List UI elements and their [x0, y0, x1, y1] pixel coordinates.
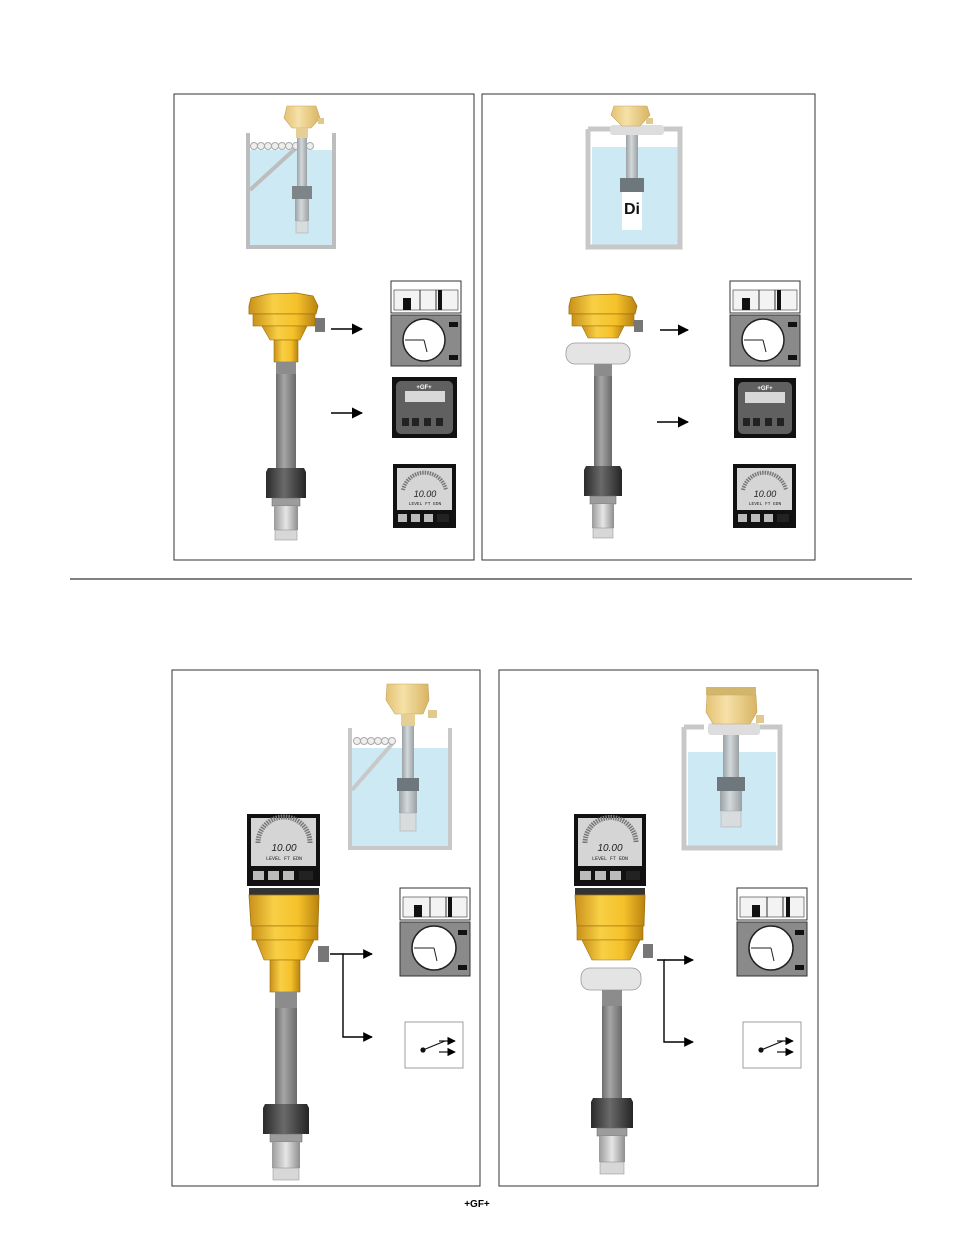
panel-bottom-right: 10.00 LEVEL FT EDN [499, 670, 818, 1186]
chart-recorder-icon [737, 888, 807, 976]
lcd-meter-icon: 10.00 LEVEL FT EDN [733, 464, 796, 528]
lcd-value: 10.00 [414, 489, 437, 499]
lcd-meter-icon: 10.00 LEVEL FT EDN [393, 464, 456, 528]
lcd-caption: LEVEL FT EDN [749, 501, 782, 507]
relay-switch-icon [743, 1022, 801, 1068]
lcd-value: 10.00 [754, 489, 777, 499]
tank-illustration: Di [588, 106, 680, 247]
lcd-meter-icon: 10.00 LEVEL FT EDN [574, 814, 646, 886]
panel-bottom-left: 10.00 LEVEL FT EDN [172, 670, 480, 1186]
lcd-caption: LEVEL FT EDN [592, 856, 628, 862]
footer-logo: +GF+ [0, 1199, 954, 1210]
chart-recorder-icon [400, 888, 470, 976]
chart-recorder-icon [391, 281, 461, 366]
lcd-caption: LEVEL FT EDN [266, 856, 302, 862]
brand-label: +GF+ [757, 386, 773, 392]
lcd-value: 10.00 [271, 843, 296, 854]
relay-switch-icon [405, 1022, 463, 1068]
svg-text:Di: Di [624, 201, 640, 218]
panel-top-left: +GF+ 10.00 LEVEL FT EDN [174, 94, 474, 560]
display-controller-icon: +GF+ [392, 377, 457, 438]
panel-top-right: Di [482, 94, 815, 560]
lcd-value: 10.00 [597, 843, 622, 854]
brand-label: +GF+ [416, 385, 432, 391]
chart-recorder-icon [730, 281, 800, 366]
display-controller-icon: +GF+ [734, 378, 796, 438]
lcd-meter-icon: 10.00 LEVEL FT EDN [247, 814, 320, 886]
lcd-caption: LEVEL FT EDN [409, 501, 442, 507]
